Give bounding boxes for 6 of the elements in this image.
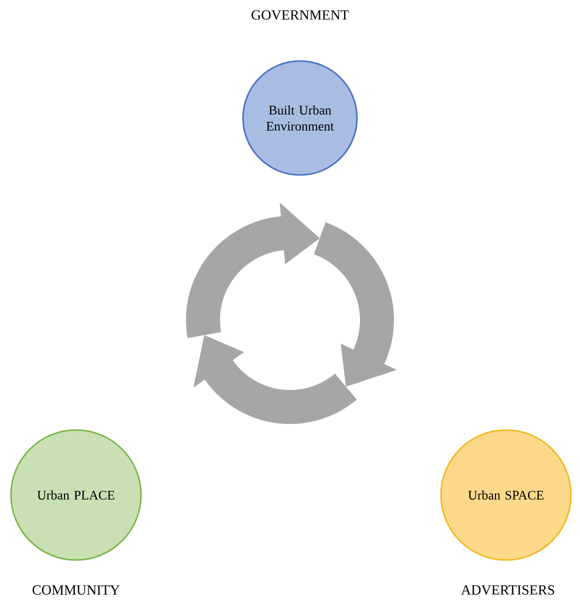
group-label: ADVERTISERS	[461, 585, 554, 595]
circle-node: Urban PLACE	[10, 429, 142, 561]
group-label: COMMUNITY	[32, 585, 120, 595]
group-label: GOVERNMENT	[252, 10, 349, 20]
circle-node: Urban SPACE	[440, 429, 572, 561]
circle-node: Built Urban Environment	[242, 60, 358, 176]
